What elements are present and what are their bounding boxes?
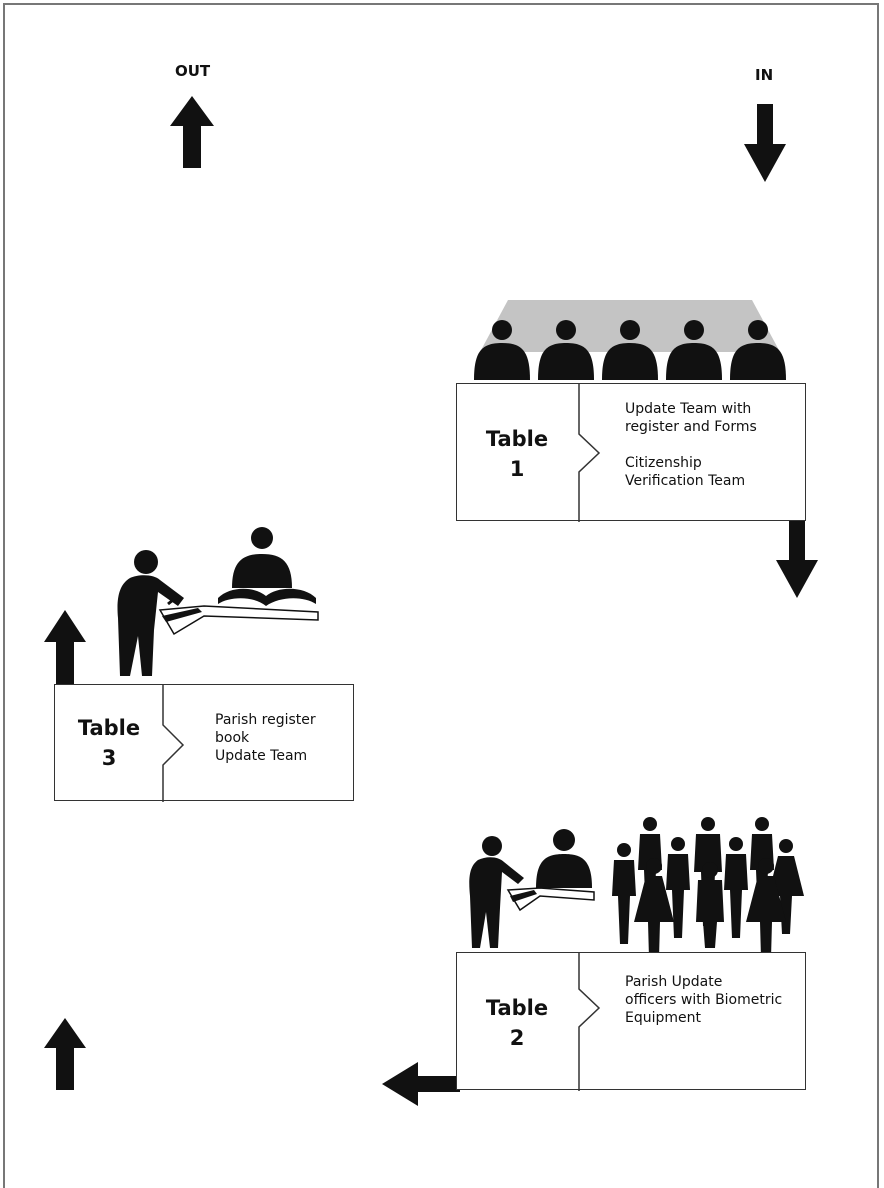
out-arrow-up-icon [170, 96, 214, 168]
table-2-word: Table [485, 996, 549, 1020]
table-1-line: Update Team with [625, 401, 752, 417]
diagram-frame [3, 3, 879, 1188]
table-2-divider [578, 953, 601, 1091]
table-3-line: book [215, 730, 250, 746]
corner-arrow-up-icon [44, 1018, 86, 1090]
table-3-number: 3 [101, 746, 117, 770]
table-1-line [625, 436, 757, 454]
table-1-description: Update Team with register and Forms Citi… [625, 400, 757, 490]
table3-exit-arrow-up-icon [44, 610, 86, 686]
in-arrow-down-icon [744, 104, 786, 182]
table-3-name: Table 3 [55, 713, 163, 773]
table2-biometric-scene-icon [469, 817, 804, 958]
table-2-number: 2 [509, 1026, 525, 1050]
in-label: IN [755, 66, 774, 84]
table-2-line: officers with Biometric [625, 992, 783, 1008]
table-1-line: register and Forms [625, 419, 757, 435]
table-2-description: Parish Update officers with Biometric Eq… [625, 973, 782, 1027]
table-2-line: Equipment [625, 1010, 701, 1026]
table-2-line: Parish Update [625, 974, 723, 990]
table-3-description: Parish register book Update Team [215, 711, 316, 765]
table2-exit-arrow-left-icon [382, 1062, 460, 1106]
table-1-number: 1 [509, 457, 525, 481]
table-3-line: Parish register [215, 712, 316, 728]
table-1-name: Table 1 [457, 424, 577, 484]
table1-exit-arrow-down-icon [776, 520, 818, 598]
table-1-line: Verification Team [625, 473, 746, 489]
table-1-word: Table [485, 427, 549, 451]
table-3: Table 3 Parish register book Update Team [54, 684, 354, 802]
table-1-divider [578, 384, 601, 522]
table-3-line: Update Team [215, 748, 308, 764]
table-2-name: Table 2 [457, 993, 577, 1053]
table-1-line: Citizenship [625, 455, 702, 471]
table-3-divider [162, 685, 185, 802]
out-label: OUT [175, 62, 211, 80]
table1-team-icon [474, 300, 786, 380]
table-2: Table 2 Parish Update officers with Biom… [456, 952, 806, 1091]
table-3-word: Table [77, 716, 141, 740]
table-1: Table 1 Update Team with register and Fo… [456, 383, 806, 522]
table3-register-scene-icon [117, 527, 319, 676]
